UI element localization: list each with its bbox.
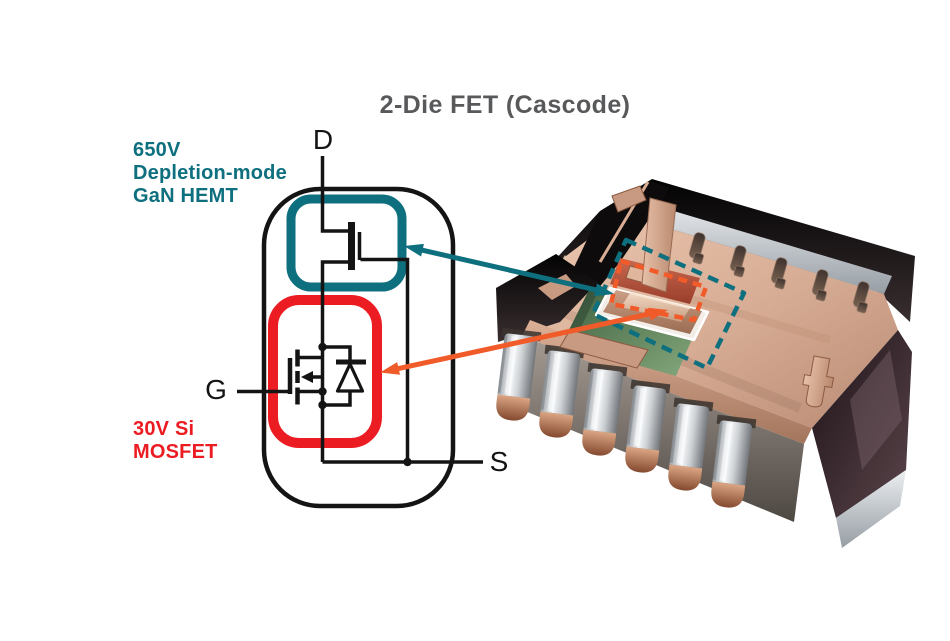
lead-slot	[689, 232, 706, 265]
device-outline	[261, 186, 456, 509]
package-lead	[668, 397, 714, 491]
cascode-gate-wire	[360, 257, 410, 462]
lead-slot	[853, 281, 870, 314]
mosfet-highlight-box	[268, 295, 382, 448]
hemt-highlight-box	[286, 194, 407, 292]
package-lead	[711, 414, 757, 508]
package-cut-wedge	[570, 181, 670, 296]
side-wettable-tab	[802, 355, 835, 408]
terminal-label-gate: G	[205, 374, 227, 405]
cut-lead-tab	[611, 185, 647, 213]
die-area-orange-outline	[608, 258, 709, 323]
lead-slot	[771, 257, 788, 290]
package-illustration	[496, 179, 915, 548]
cascode-schematic	[237, 156, 483, 509]
mosfet-device-label: 30V Si MOSFET	[133, 418, 218, 463]
package-right-side	[812, 330, 912, 518]
die-attach-step	[559, 329, 649, 369]
hemt-arrow-connector	[404, 243, 614, 297]
package-right-side-gloss	[850, 350, 902, 470]
hemt-device-label: 650V Depletion-mode GaN HEMT	[133, 139, 287, 207]
package-bottom-rim	[836, 470, 906, 548]
die-clip-top	[621, 293, 690, 322]
body-arrow	[301, 371, 313, 383]
package-left-end	[496, 254, 598, 342]
terminal-label-source: S	[489, 446, 509, 477]
package-lead	[625, 379, 671, 473]
lead-slot	[730, 245, 747, 278]
package-lead	[582, 362, 628, 456]
gan-hemt-symbol	[348, 222, 362, 270]
package-leads	[496, 327, 757, 508]
terminal-label-drain: D	[312, 124, 334, 155]
mosfet-arrow-connector	[380, 307, 668, 375]
body-diode	[322, 345, 366, 407]
package-lead	[539, 344, 585, 438]
left-end-tab	[538, 274, 576, 300]
drain-wire	[320, 156, 348, 233]
package-lead	[496, 327, 542, 421]
lead-slot	[812, 269, 829, 302]
si-mosfet-symbol	[287, 349, 323, 405]
figure-title: 2-Die FET (Cascode)	[379, 91, 631, 119]
junction-dots	[318, 342, 412, 467]
